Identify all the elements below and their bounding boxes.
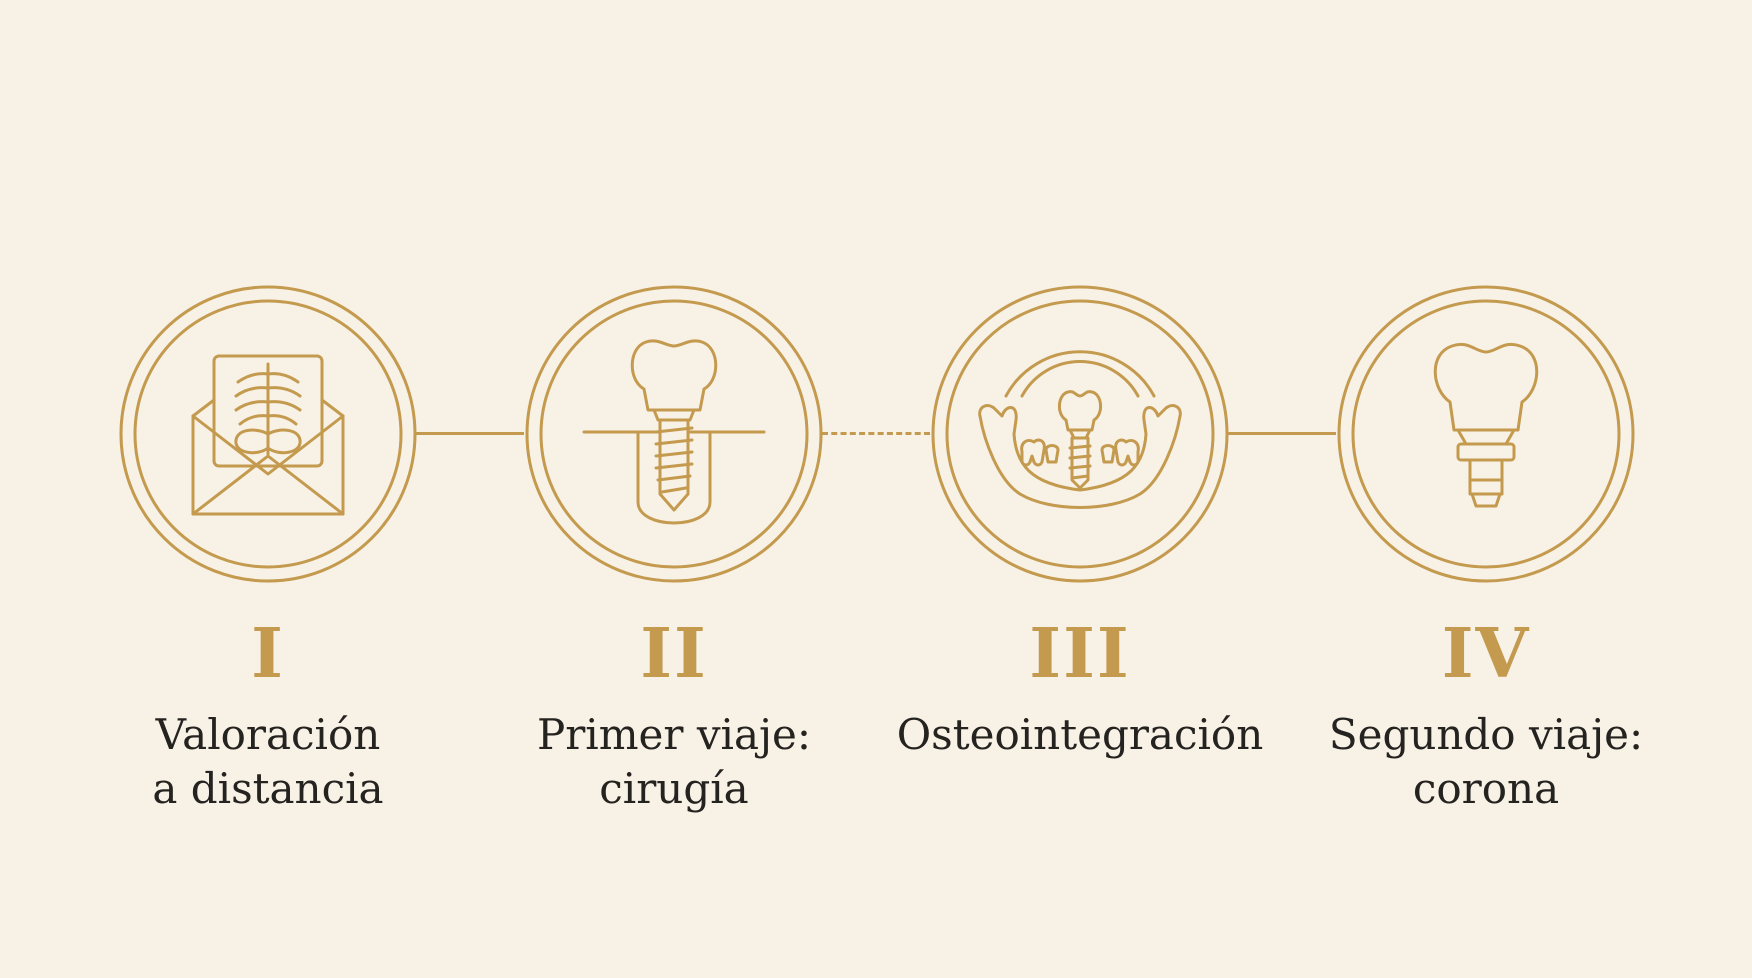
step-4-numeral: IV <box>1441 614 1531 694</box>
connector-2-3 <box>822 432 930 435</box>
step-2-label-line2: cirugía <box>599 764 749 813</box>
step-2-label: Primer viaje: cirugía <box>464 708 884 816</box>
step-4-label-line1: Segundo viaje: <box>1328 710 1644 759</box>
crown-abutment-icon <box>1337 285 1635 583</box>
step-4-label-line2: corona <box>1412 764 1560 813</box>
step-4-badge <box>1336 284 1636 584</box>
step-2-numeral: II <box>640 614 708 694</box>
step-3-badge <box>930 284 1230 584</box>
step-1-label-line1: Valoración <box>155 710 381 759</box>
step-3-numeral: III <box>1029 614 1131 694</box>
xray-envelope-icon <box>119 285 417 583</box>
step-4-label: Segundo viaje: corona <box>1276 708 1696 816</box>
step-3-label-line1: Osteointegración <box>896 710 1264 759</box>
step-1-label: Valoración a distancia <box>58 708 478 816</box>
connector-3-4 <box>1228 432 1336 435</box>
step-2-badge <box>524 284 824 584</box>
dental-implant-icon <box>525 285 823 583</box>
step-2-label-line1: Primer viaje: <box>536 710 812 759</box>
connector-1-2 <box>416 432 524 435</box>
step-3-label: Osteointegración <box>870 708 1290 762</box>
step-1-numeral: I <box>251 614 285 694</box>
step-1-label-line2: a distancia <box>152 764 384 813</box>
jaw-implant-icon <box>931 285 1229 583</box>
step-1-badge <box>118 284 418 584</box>
